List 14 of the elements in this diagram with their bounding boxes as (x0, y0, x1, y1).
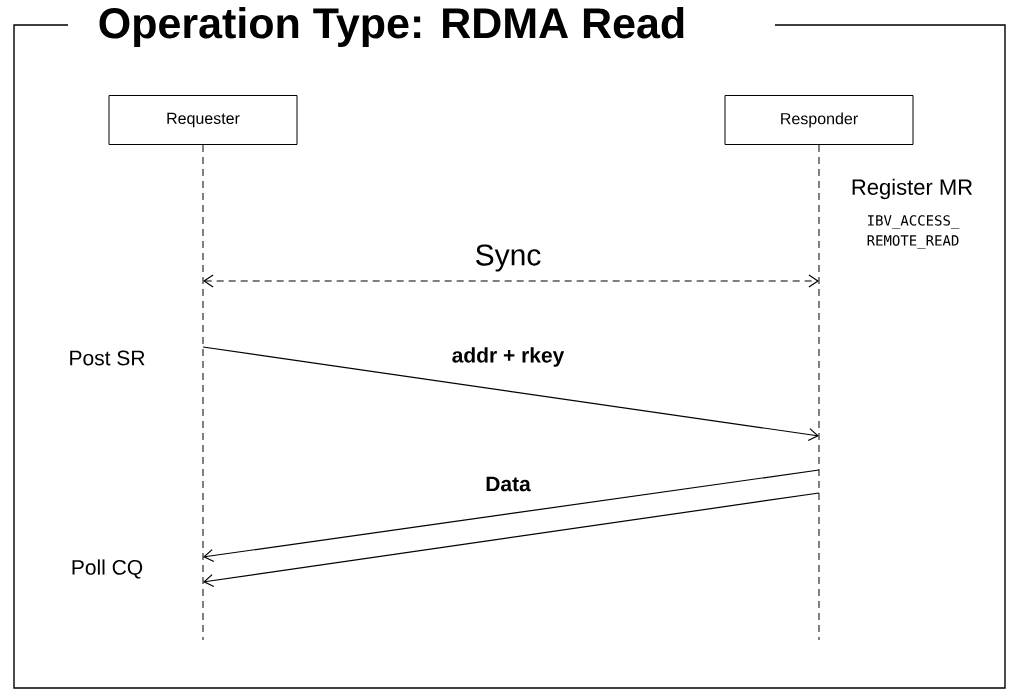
note: Register MR (852, 178, 973, 200)
message-arrow (203, 469, 820, 563)
code-text: IBV_ACCESS_ REMOTE_READ (867, 215, 960, 249)
note: Post SR (70, 350, 145, 366)
edge-label: addr + rkey (450, 346, 566, 368)
participant-box: Requester (108, 95, 298, 145)
note: Poll CQ (72, 559, 143, 579)
message-arrow (202, 346, 819, 442)
edge-label: Data (484, 475, 532, 493)
message-arrow (203, 274, 819, 288)
participant-box: Responder (724, 95, 914, 145)
title: Operation Type: RDMA Read (99, 6, 684, 48)
message-arrow (203, 492, 820, 588)
edge-label: Sync (473, 243, 543, 273)
